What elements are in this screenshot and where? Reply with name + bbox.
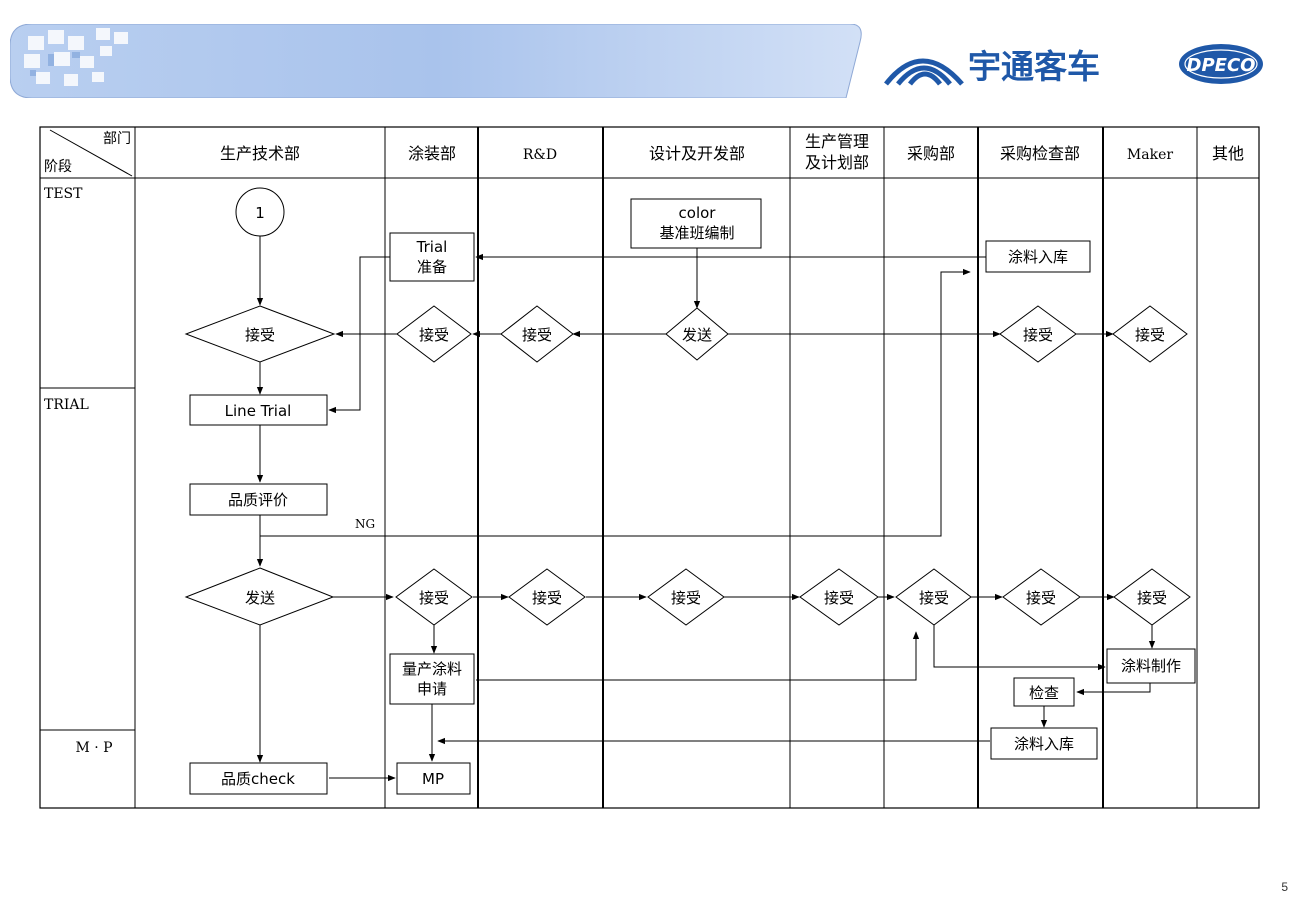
page-number: 5 — [1281, 880, 1288, 894]
color-standard-box — [630, 198, 762, 249]
accept-diamond-painting — [396, 305, 472, 363]
quality-eval-box — [189, 483, 328, 516]
mp-box — [396, 762, 471, 795]
trial-label-line1: Trial — [416, 238, 448, 256]
dept-maker: Maker — [1127, 147, 1173, 163]
paint-stock-box-2 — [990, 727, 1098, 760]
accept-label-maker: 接受 — [1135, 326, 1165, 344]
accept-label-design-2: 接受 — [671, 589, 701, 607]
dept-purchasing: 采购部 — [907, 144, 955, 163]
accept-diamond-purchasing — [895, 568, 972, 626]
paint-stock-label-2: 涂料入库 — [1014, 735, 1074, 753]
accept-label-rnd: 接受 — [522, 326, 552, 344]
mp-label: MP — [422, 770, 444, 788]
header-row: 部门 阶段 生产技术部 涂装部 R&D 设计及开发部 生产管理 及计划部 采购部… — [44, 131, 1244, 175]
dpeco-text: DPECO — [1187, 55, 1256, 76]
accept-diamond-rnd — [500, 305, 574, 363]
stage-mp: M · P — [75, 740, 112, 756]
accept-diamond-design-2 — [647, 568, 725, 626]
send-label-prodtech: 发送 — [245, 589, 275, 607]
send-diamond-design — [665, 307, 729, 361]
stage-test: TEST — [44, 186, 83, 202]
ng-label: NG — [355, 517, 375, 531]
accept-label-rnd-2: 接受 — [532, 589, 562, 607]
header-banner — [10, 24, 862, 98]
line-trial-label: Line Trial — [225, 402, 292, 420]
dept-design-dev: 设计及开发部 — [649, 144, 745, 163]
accept-diamond-painting-2 — [395, 568, 473, 626]
paint-making-box — [1106, 648, 1196, 684]
accept-diamond-purch-insp-2 — [1002, 568, 1081, 626]
dept-production-tech: 生产技术部 — [220, 144, 300, 163]
trial-label-line2: 准备 — [417, 258, 447, 276]
corner-stage-label: 阶段 — [44, 159, 72, 175]
color-label-line1: color — [679, 204, 717, 222]
color-label-line2: 基准班编制 — [659, 224, 734, 242]
accept-label-painting: 接受 — [419, 326, 449, 344]
send-label-design: 发送 — [682, 326, 712, 344]
paint-make-label: 涂料制作 — [1121, 657, 1181, 675]
paint-stock-box-1 — [985, 240, 1091, 273]
quality-eval-label: 品质评价 — [228, 491, 288, 509]
mass-paint-request-box — [389, 653, 475, 705]
accept-label-purch-insp-2: 接受 — [1026, 589, 1056, 607]
inspect-label: 检查 — [1029, 684, 1059, 702]
paint-stock-label-1: 涂料入库 — [1008, 248, 1068, 266]
flow-nodes — [184, 187, 1196, 795]
accept-diamond-prodtech — [184, 305, 336, 363]
accept-diamond-maker — [1112, 305, 1188, 363]
accept-diamond-maker-2 — [1113, 568, 1191, 626]
brand-logo: 宇通客车 DPECO — [882, 36, 1282, 88]
accept-diamond-rnd-2 — [508, 568, 586, 626]
swimlane-grid — [39, 126, 1260, 809]
connectors — [256, 236, 1156, 782]
accept-diamond-prodmgmt — [799, 568, 879, 626]
node-labels: 1 color 基准班编制 Trial 准备 涂料入库 接受 接受 接受 发送 … — [221, 204, 1181, 788]
inspection-box — [1013, 677, 1075, 707]
dept-other: 其他 — [1212, 144, 1244, 163]
dept-rnd: R&D — [523, 147, 557, 163]
dpeco-logo: DPECO — [1179, 44, 1263, 84]
send-diamond-prodtech — [184, 567, 335, 626]
mass-req-label-line1: 量产涂料 — [402, 660, 462, 678]
accept-label-painting-2: 接受 — [419, 589, 449, 607]
accept-label-prodtech: 接受 — [245, 326, 275, 344]
dept-painting: 涂装部 — [408, 144, 456, 163]
dept-purchase-inspection: 采购检查部 — [1000, 144, 1080, 163]
stage-column: TEST TRIAL M · P — [44, 186, 113, 756]
start-connector — [235, 187, 285, 237]
trial-prep-box — [389, 232, 475, 282]
dept-prod-mgmt-line1: 生产管理 — [805, 132, 869, 151]
yutong-arc-icon — [884, 58, 964, 86]
brand-name: 宇通客车 — [968, 47, 1100, 86]
accept-label-purch-insp: 接受 — [1023, 326, 1053, 344]
start-number: 1 — [255, 204, 265, 222]
accept-diamond-purch-insp — [999, 305, 1077, 363]
line-trial-box — [189, 394, 328, 426]
stage-trial: TRIAL — [44, 397, 89, 413]
accept-label-maker-2: 接受 — [1137, 589, 1167, 607]
mass-req-label-line2: 申请 — [417, 680, 447, 698]
accept-label-purchasing: 接受 — [919, 589, 949, 607]
quality-check-box — [189, 762, 328, 795]
dept-prod-mgmt-line2: 及计划部 — [805, 153, 869, 172]
quality-check-label: 品质check — [221, 770, 295, 788]
corner-dept-label: 部门 — [103, 131, 131, 147]
accept-label-prodmgmt: 接受 — [824, 589, 854, 607]
